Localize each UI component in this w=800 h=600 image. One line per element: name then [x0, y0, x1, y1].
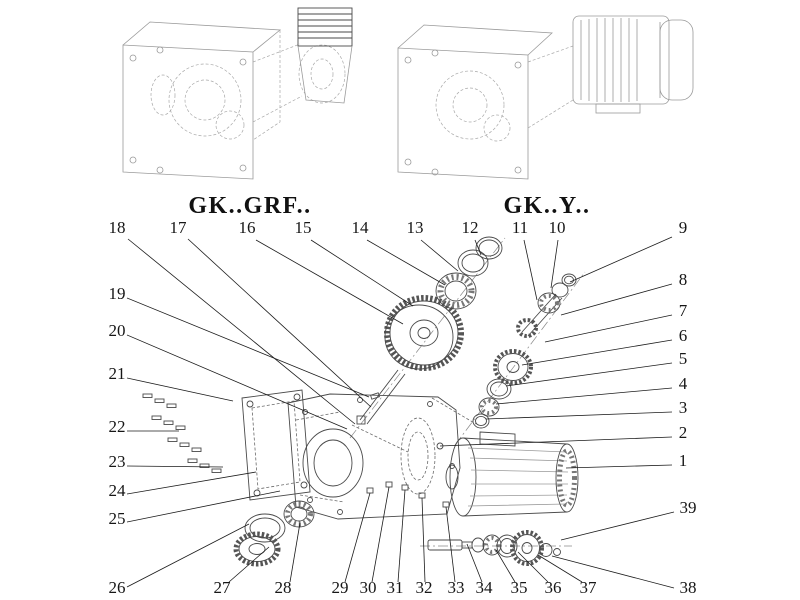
output-seal-gear-group: [233, 500, 315, 567]
part-number-label-22: 22: [109, 417, 126, 436]
gk-y-drawing: [397, 24, 574, 180]
flange-fasteners: [366, 442, 450, 508]
part-number-label-38: 38: [680, 578, 697, 597]
part-number-label-21: 21: [109, 364, 126, 383]
gearbox-housing: [287, 393, 477, 520]
part-number-label-9: 9: [679, 218, 688, 237]
leader-line-38: [551, 555, 675, 589]
part-number-label-7: 7: [679, 301, 688, 320]
leader-line-28: [289, 522, 301, 583]
part-number-label-26: 26: [109, 578, 126, 597]
input-pinion-assembly: [516, 273, 577, 338]
leader-line-24: [126, 471, 257, 495]
intermediate-gear-stack: [472, 349, 533, 429]
part-number-label-29: 29: [332, 578, 349, 597]
part-number-label-18: 18: [109, 218, 126, 237]
heading-gk-y: GK..Y..: [504, 193, 591, 219]
leader-line-13: [420, 239, 459, 272]
leader-line-19: [126, 297, 370, 398]
part-number-label-31: 31: [387, 578, 404, 597]
gk-y-motor-drawing: [572, 15, 694, 114]
leader-lines-layer: [126, 236, 675, 589]
leader-line-25: [126, 490, 281, 523]
leader-line-30: [371, 486, 390, 583]
leader-line-29: [344, 492, 371, 583]
part-number-label-5: 5: [679, 349, 688, 368]
flange-bolts: [142, 393, 222, 473]
part-number-label-10: 10: [549, 218, 566, 237]
leader-line-5: [505, 362, 673, 387]
leader-line-15: [310, 239, 414, 307]
output-shaft-assembly: [427, 530, 561, 566]
leader-line-2: [439, 436, 673, 447]
pinion-centerline: [454, 271, 586, 446]
leader-line-14: [366, 239, 446, 286]
leader-line-35: [495, 549, 516, 583]
part-number-label-19: 19: [109, 284, 126, 303]
leader-line-27: [228, 546, 270, 583]
part-number-label-14: 14: [352, 218, 370, 237]
leader-line-23: [126, 465, 224, 468]
main-shaft: [356, 369, 406, 425]
grf-fin-cover: [297, 7, 353, 104]
part-number-label-1: 1: [679, 451, 688, 470]
leader-line-36: [517, 551, 549, 583]
heading-gk-grf: GK..GRF..: [188, 193, 311, 219]
mounting-flange-plate: [241, 389, 311, 501]
gk-grf-drawing: [122, 21, 346, 180]
part-number-label-34: 34: [476, 578, 494, 597]
part-number-label-23: 23: [109, 452, 126, 471]
part-number-label-6: 6: [679, 326, 688, 345]
leader-line-6: [521, 339, 673, 366]
part-number-label-17: 17: [170, 218, 188, 237]
leader-line-37: [537, 554, 583, 583]
part-number-label-11: 11: [512, 218, 528, 237]
part-number-label-20: 20: [109, 321, 126, 340]
leader-line-3: [485, 411, 673, 420]
leader-line-10: [550, 239, 559, 289]
part-number-label-25: 25: [109, 509, 126, 528]
part-number-label-33: 33: [448, 578, 465, 597]
leader-line-9: [569, 236, 673, 283]
leader-line-21: [126, 377, 234, 402]
part-number-label-37: 37: [580, 578, 598, 597]
leader-line-8: [560, 283, 673, 316]
leader-line-12: [474, 239, 482, 256]
part-number-label-12: 12: [462, 218, 479, 237]
leader-line-32: [421, 497, 426, 583]
part-number-label-27: 27: [214, 578, 232, 597]
leader-line-16: [255, 239, 404, 325]
part-number-label-24: 24: [109, 481, 127, 500]
part-number-label-4: 4: [679, 374, 688, 393]
part-number-label-15: 15: [295, 218, 312, 237]
leader-line-20: [126, 334, 348, 430]
main-bearing-stack: [435, 236, 503, 310]
motor: [445, 431, 579, 517]
leader-line-18: [127, 238, 356, 425]
part-number-label-13: 13: [407, 218, 424, 237]
part-number-label-36: 36: [545, 578, 562, 597]
part-number-label-32: 32: [416, 578, 433, 597]
leader-line-1: [565, 464, 673, 469]
part-number-label-3: 3: [679, 398, 688, 417]
leader-line-26: [126, 523, 250, 588]
main-gear: [384, 295, 464, 371]
part-number-label-8: 8: [679, 270, 688, 289]
part-number-label-35: 35: [511, 578, 528, 597]
leader-line-4: [495, 387, 673, 405]
leader-line-31: [397, 489, 406, 583]
leader-line-11: [523, 239, 538, 301]
leader-line-7: [544, 314, 673, 343]
part-number-label-16: 16: [239, 218, 256, 237]
part-number-label-39: 39: [680, 498, 697, 517]
part-number-label-2: 2: [679, 423, 688, 442]
part-number-label-28: 28: [275, 578, 292, 597]
leader-line-39: [560, 511, 675, 541]
leader-line-33: [445, 506, 456, 583]
part-number-label-30: 30: [360, 578, 377, 597]
leader-line-34: [466, 543, 483, 583]
leader-line-17: [187, 238, 372, 408]
